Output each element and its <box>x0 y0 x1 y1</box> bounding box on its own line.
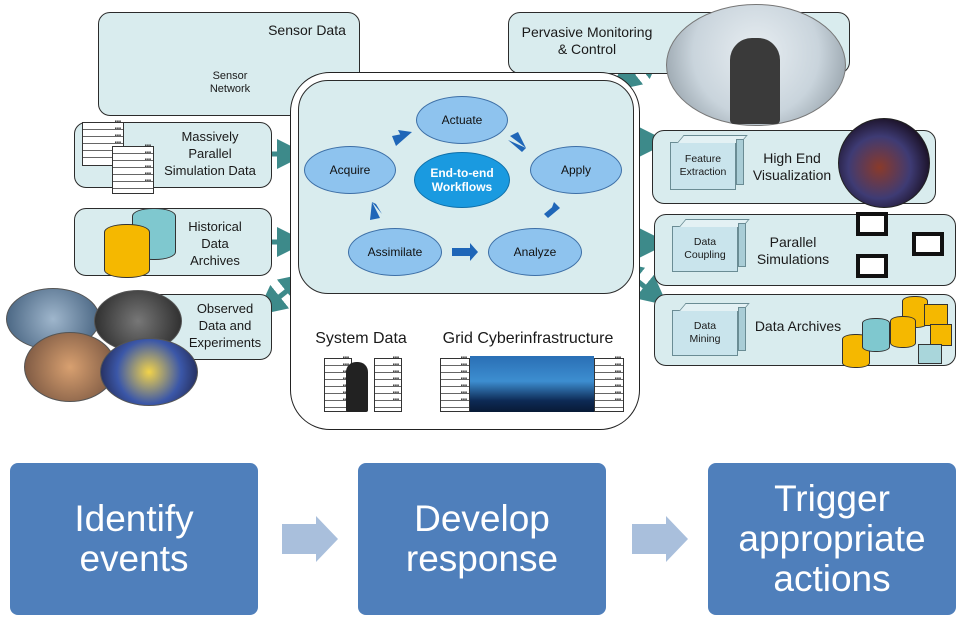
step-develop-response: Develop response <box>358 463 606 615</box>
historical-title: Historical Data Archives <box>188 219 242 268</box>
step-identify-events: Identify events <box>10 463 258 615</box>
server-rack-icon <box>594 355 624 412</box>
arrow-apply-actuate <box>508 132 526 152</box>
arrow-acquire-assimilate <box>370 202 382 220</box>
server-rack-icon <box>440 355 470 412</box>
server-rack-icon <box>112 143 154 194</box>
visualization-title: High End Visualization <box>752 150 832 183</box>
node-apply: Apply <box>530 146 622 194</box>
step-trigger-actions: Trigger appropriate actions <box>708 463 956 615</box>
node-analyze: Analyze <box>488 228 582 276</box>
computer-icon <box>856 254 888 278</box>
city-network-image <box>470 356 594 412</box>
visualization-image <box>838 118 930 208</box>
archives-title: Data Archives <box>754 318 842 334</box>
data-mining-box: Data Mining <box>672 307 746 356</box>
parallel-title: Parallel Simulations <box>756 234 830 267</box>
cube-icon <box>918 344 942 364</box>
node-actuate: Actuate <box>416 96 508 144</box>
experiment-photo <box>100 338 198 406</box>
center-workflows: End-to-end Workflows <box>414 152 510 208</box>
grid-cyberinfrastructure-label: Grid Cyberinfrastructure <box>442 330 614 347</box>
observed-title: Observed Data and Experiments <box>188 301 262 350</box>
node-acquire: Acquire <box>304 146 396 194</box>
computer-icon <box>912 232 944 256</box>
database-icon <box>890 316 916 348</box>
monitoring-title: Pervasive Monitoring & Control <box>521 24 653 57</box>
sensor-network-label: Sensor Network <box>209 70 251 95</box>
arrow-assimilate-analyze <box>452 243 478 261</box>
node-assimilate: Assimilate <box>348 228 442 276</box>
computer-icon <box>856 212 888 236</box>
simulation-title: Massively Parallel Simulation Data <box>164 129 256 178</box>
operator-silhouette <box>730 38 780 124</box>
database-icon <box>104 224 150 278</box>
data-coupling-box: Data Coupling <box>672 223 746 272</box>
database-icon <box>862 318 890 352</box>
server-rack-icon <box>374 355 402 412</box>
person-icon <box>346 362 368 412</box>
arrow-analyze-apply <box>544 202 560 218</box>
feature-extraction-box: Feature Extraction <box>670 139 744 190</box>
arrow-actuate-acquire <box>392 130 412 146</box>
sensor-data-title: Sensor Data <box>268 22 346 38</box>
system-data-label: System Data <box>315 330 407 347</box>
